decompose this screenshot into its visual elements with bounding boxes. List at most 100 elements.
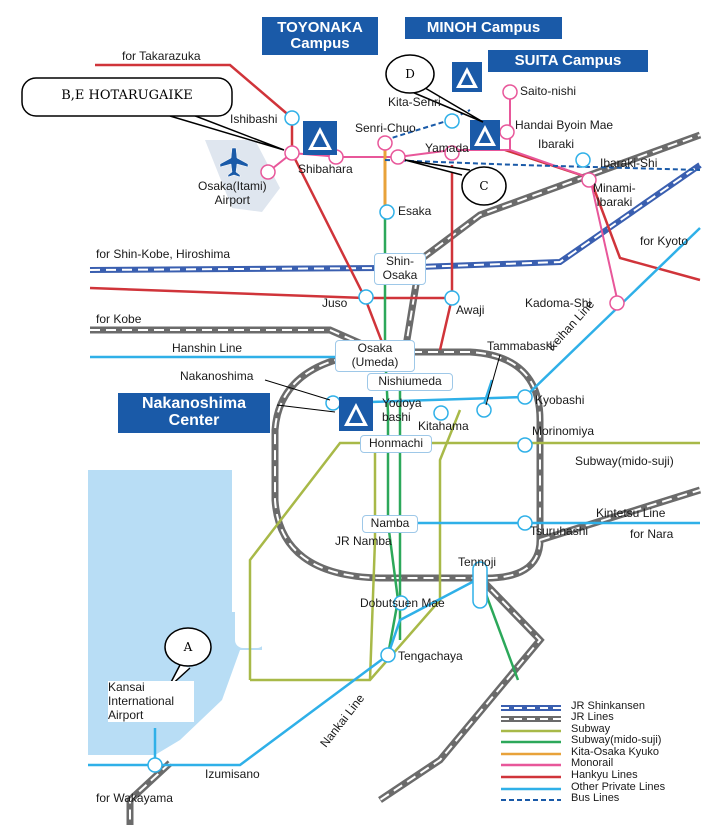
label-senrichuo: Senri-Chuo bbox=[355, 121, 416, 135]
monorail-line bbox=[267, 92, 619, 304]
dir-kyoto: for Kyoto bbox=[640, 234, 689, 248]
shinkansen-line bbox=[89, 162, 702, 273]
line-midosuji: Subway(mido-suji) bbox=[575, 454, 674, 468]
station-ishibashi bbox=[284, 110, 300, 126]
legend-label: Subway bbox=[571, 723, 611, 735]
station-tennoji bbox=[472, 561, 488, 609]
station-juso bbox=[358, 289, 374, 305]
legend-item: Monorail bbox=[501, 757, 701, 770]
callout-d-bubble bbox=[385, 54, 435, 94]
station-senrichuo bbox=[377, 135, 393, 151]
legend-label: Subway(mido-suji) bbox=[571, 734, 662, 746]
station-hotarugaike bbox=[284, 145, 300, 161]
legend-label: Bus Lines bbox=[571, 792, 620, 804]
subway-lines bbox=[248, 409, 700, 682]
line-jrnamba: JR Namba bbox=[335, 534, 392, 548]
legend-item: Bus Lines bbox=[501, 792, 701, 805]
station-saitonishi bbox=[502, 84, 518, 100]
label-namba: Namba bbox=[362, 515, 418, 533]
station-itami bbox=[260, 164, 276, 180]
label-tammabashi: Tammabashi bbox=[487, 339, 556, 353]
label-tsuruhashi: Tsuruhashi bbox=[530, 524, 589, 538]
jr-lines bbox=[90, 131, 702, 825]
legend-label: JR Shinkansen bbox=[571, 700, 645, 712]
callout-d-text: D bbox=[405, 67, 415, 81]
dir-kobe: for Kobe bbox=[96, 312, 142, 326]
suita-logo-icon bbox=[474, 125, 496, 146]
label-awaji: Awaji bbox=[456, 303, 485, 317]
station-awaji bbox=[444, 290, 460, 306]
label-honmachi: Honmachi bbox=[360, 435, 432, 453]
legend-lines bbox=[501, 705, 561, 801]
legend-item: JR Shinkansen bbox=[501, 700, 701, 713]
label-izumisano: Izumisano bbox=[205, 767, 260, 781]
label-kitahama: Kitahama bbox=[418, 419, 469, 433]
legend-label: Other Private Lines bbox=[571, 781, 666, 793]
station-kitasenri bbox=[444, 113, 460, 129]
callout-a-text: A bbox=[183, 640, 193, 654]
dir-shinkobe: for Shin-Kobe, Hiroshima bbox=[96, 247, 231, 261]
label-esaka: Esaka bbox=[398, 204, 432, 218]
label-nishiumeda: Nishiumeda bbox=[367, 373, 453, 391]
station-ibaraki bbox=[575, 152, 591, 168]
label-itami: Osaka(Itami) Airport bbox=[198, 179, 267, 207]
station-minamiibaraki bbox=[581, 172, 597, 188]
legend-label: Hankyu Lines bbox=[571, 769, 638, 781]
line-hanshin: Hanshin Line bbox=[172, 341, 243, 355]
legend-label: Monorail bbox=[571, 757, 614, 769]
itami-airport-area bbox=[205, 140, 280, 212]
dir-wakayama: for Wakayama bbox=[96, 791, 173, 805]
callout-shapes bbox=[21, 54, 507, 667]
label-ishibashi: Ishibashi bbox=[230, 112, 278, 126]
station-izumisano bbox=[147, 757, 163, 773]
legend-item: Kita-Osaka Kyuko bbox=[501, 746, 701, 759]
campus-nakanoshima: Nakanoshima Center bbox=[118, 393, 270, 433]
dir-takarazuka: for Takarazuka bbox=[122, 49, 201, 63]
campus-minoh: MINOH Campus bbox=[405, 17, 562, 39]
label-morinomiya: Morinomiya bbox=[532, 424, 595, 438]
station-nakanoshima bbox=[325, 395, 341, 411]
station-kyobashi bbox=[517, 389, 533, 405]
label-shinosaka: Shin- Osaka bbox=[374, 253, 426, 285]
legend-label: JR Lines bbox=[571, 711, 614, 723]
label-ibaraki: Ibaraki bbox=[538, 137, 575, 151]
nakanoshima-logo-icon bbox=[344, 403, 368, 426]
legend-item: Hankyu Lines bbox=[501, 769, 701, 782]
label-kyobashi: Kyobashi bbox=[535, 393, 585, 407]
label-umeda: Osaka (Umeda) bbox=[335, 340, 415, 372]
label-dobutsuen: Dobutsuen Mae bbox=[360, 596, 445, 610]
station-hotarugaike-c bbox=[390, 149, 406, 165]
label-kadomashi: Kadoma-Shi bbox=[525, 296, 592, 310]
legend-item: JR Lines bbox=[501, 711, 701, 724]
station-tsuruhashi bbox=[517, 515, 533, 531]
label-kitasenri: Kita-Senri bbox=[388, 95, 441, 109]
callout-be-box bbox=[21, 77, 233, 117]
hankyu-lines bbox=[89, 63, 701, 351]
callout-c-bubble bbox=[461, 166, 507, 206]
label-saitonishi: Saito-nishi bbox=[520, 84, 577, 98]
station-yamada bbox=[444, 145, 460, 161]
callout-pointers bbox=[167, 84, 501, 689]
label-ibarakishi: Ibaraki-Shi bbox=[600, 156, 658, 170]
station-handai bbox=[499, 124, 515, 140]
legend-item: Other Private Lines bbox=[501, 781, 701, 794]
legend-label: Kita-Osaka Kyuko bbox=[571, 746, 660, 758]
station-morinomiya bbox=[517, 437, 533, 453]
legend-item: Subway(mido-suji) bbox=[501, 734, 701, 747]
station-markers bbox=[147, 84, 625, 773]
label-tennoji: Tennoji bbox=[458, 555, 497, 569]
label-yamada: Yamada bbox=[425, 141, 469, 155]
station-tengachaya bbox=[380, 647, 396, 663]
campus-suita: SUITA Campus bbox=[488, 50, 648, 72]
minoh-logo-icon bbox=[456, 67, 478, 88]
station-esaka bbox=[379, 204, 395, 220]
station-kitahama bbox=[433, 405, 449, 421]
dir-nara: for Nara bbox=[630, 527, 674, 541]
label-juso: Juso bbox=[322, 296, 348, 310]
campus-logos bbox=[303, 62, 500, 431]
station-dobutsuen bbox=[393, 595, 409, 611]
legend-item: Subway bbox=[501, 723, 701, 736]
campus-toyonaka: TOYONAKA Campus bbox=[262, 17, 378, 55]
label-tengachaya: Tengachaya bbox=[398, 649, 463, 663]
